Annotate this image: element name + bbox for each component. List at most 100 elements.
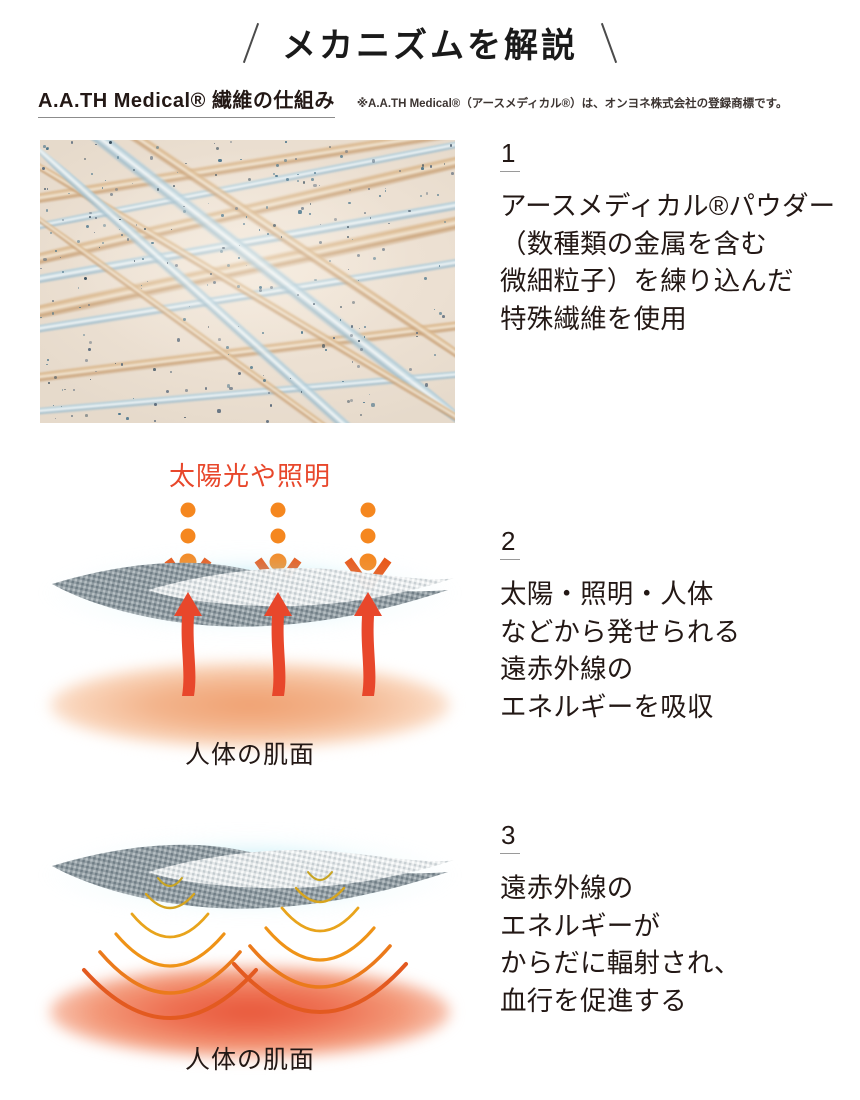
powder-particle (345, 150, 349, 154)
powder-particle (83, 277, 87, 281)
step-3-text-column: 3 遠赤外線の エネルギーが からだに輻射され、 血行を促進する (500, 822, 850, 1021)
powder-particle (348, 188, 352, 192)
fabric-layer-upper (148, 568, 454, 607)
radiation-arc (248, 944, 392, 989)
title-slash-right-icon (596, 20, 622, 64)
step-3-line: エネルギーが (500, 910, 661, 941)
powder-particle (249, 365, 253, 369)
step-1-description: アースメディカル®パウダー （数種類の金属を含む 微細粒子）を練り込んだ 特殊繊… (500, 188, 850, 339)
powder-particle (333, 337, 335, 339)
powder-particle (381, 248, 385, 252)
powder-particle (229, 386, 233, 391)
powder-particle (91, 173, 93, 175)
powder-particle (408, 210, 411, 213)
powder-particle (118, 412, 121, 416)
powder-particle (132, 397, 134, 400)
powder-particle (297, 180, 299, 182)
powder-particle (171, 229, 173, 231)
powder-particle (384, 187, 387, 190)
powder-particle (104, 179, 107, 182)
powder-particle (219, 249, 223, 253)
powder-particle (363, 336, 366, 338)
powder-particle (425, 192, 429, 195)
powder-particle (415, 335, 418, 338)
powder-particle (438, 265, 441, 267)
powder-particle (285, 140, 287, 143)
powder-particle (46, 364, 48, 366)
powder-particle (173, 185, 176, 187)
powder-particle (328, 146, 331, 148)
powder-particle (40, 267, 42, 270)
powder-particle (43, 257, 47, 262)
radiation-arc (280, 906, 360, 933)
powder-particle (115, 363, 117, 365)
step-3-description: 遠赤外線の エネルギーが からだに輻射され、 血行を促進する (500, 870, 850, 1021)
powder-particle (310, 178, 314, 182)
powder-particle (71, 415, 74, 418)
step-2-description: 太陽・照明・人体 などから発せられる 遠赤外線の エネルギーを吸収 (500, 576, 850, 727)
powder-particle (434, 353, 436, 356)
powder-particle (239, 244, 240, 246)
radiation-arc (264, 926, 376, 962)
powder-particle (443, 163, 445, 165)
step-3-line: からだに輻射され、 (500, 948, 741, 979)
powder-particle (451, 172, 455, 176)
powder-particle (346, 400, 350, 404)
powder-particle (359, 413, 363, 417)
powder-particle (300, 390, 303, 393)
powder-particle (356, 254, 360, 258)
powder-particle (218, 159, 222, 163)
powder-particle (88, 341, 92, 345)
powder-particle (43, 145, 46, 148)
powder-particle (142, 258, 144, 260)
powder-particle (213, 143, 215, 145)
skin-surface-glow-warm (50, 662, 450, 748)
powder-particle (182, 210, 187, 214)
light-dot (360, 502, 376, 518)
powder-particle (61, 389, 64, 391)
powder-particle (116, 156, 120, 159)
powder-particle (88, 348, 91, 352)
powder-particle (183, 205, 185, 208)
powder-particle (52, 405, 54, 407)
powder-particle (102, 223, 106, 227)
powder-particle (369, 393, 371, 395)
heat-arrow-up (354, 592, 382, 696)
powder-particle (399, 170, 402, 173)
powder-particle (416, 331, 419, 335)
powder-particle (302, 181, 305, 184)
powder-particle (262, 375, 264, 377)
powder-particle (217, 338, 221, 342)
powder-particle (342, 380, 344, 383)
page-header: メカニズムを解説 (0, 16, 860, 68)
powder-particle (301, 207, 304, 210)
powder-particle (85, 358, 88, 362)
powder-particle (346, 235, 349, 238)
heat-arrow-up (264, 592, 292, 696)
powder-particle (247, 177, 251, 181)
powder-particle (351, 301, 355, 305)
powder-particle (216, 146, 220, 150)
powder-particle (363, 401, 365, 403)
powder-particle (155, 145, 159, 149)
powder-particle (246, 265, 248, 267)
step-1-section: 1 アースメディカル®パウダー （数種類の金属を含む 微細粒子）を練り込んだ 特… (0, 140, 860, 440)
powder-particle (333, 218, 337, 222)
subheader: A.A.TH Medical® 繊維の仕組み ※A.A.TH Medical®（… (38, 84, 838, 118)
powder-particle (109, 192, 113, 196)
step-3-visual: 人体の肌面 (40, 800, 460, 1090)
skin-surface-label-step3: 人体の肌面 (184, 1046, 315, 1074)
powder-particle (339, 319, 342, 321)
step-1-text-column: 1 アースメディカル®パウダー （数種類の金属を含む 微細粒子）を練り込んだ 特… (500, 140, 850, 339)
powder-particle (154, 403, 158, 407)
powder-particle (132, 183, 134, 185)
powder-particle (64, 388, 66, 391)
powder-particle (206, 284, 209, 286)
powder-particle (350, 325, 353, 328)
radiation-arc (307, 871, 333, 881)
powder-particle (46, 188, 48, 190)
powder-particle (227, 264, 231, 268)
powder-particle (314, 279, 317, 282)
powder-particle (286, 178, 290, 181)
powder-particle (421, 163, 425, 167)
